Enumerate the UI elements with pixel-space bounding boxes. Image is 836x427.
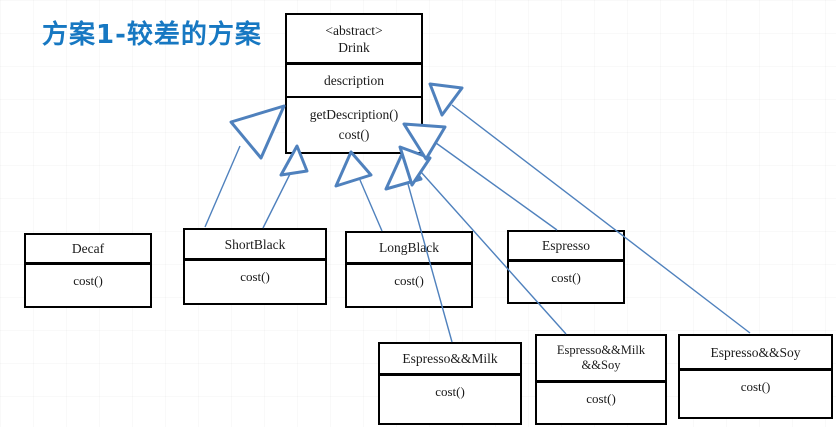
class-stereotype: <abstract> <box>325 22 383 38</box>
class-box-espresso-soy: Espresso&&Soy cost() <box>678 334 833 419</box>
class-method: cost() <box>240 269 270 284</box>
class-method: cost() <box>435 384 465 399</box>
class-name: LongBlack <box>347 233 471 265</box>
inheritance-arrowhead-espresso-milk <box>384 152 423 191</box>
inheritance-line-longblack <box>359 179 383 232</box>
class-name-line2: &&Soy <box>581 358 621 372</box>
class-name: Decaf <box>26 235 150 265</box>
class-method: cost() <box>740 379 771 394</box>
class-method-compartment: getDescription() cost() <box>287 98 421 145</box>
class-method: cost() <box>551 270 581 285</box>
class-box-shortblack: ShortBlack cost() <box>183 228 327 305</box>
class-method: cost() <box>394 273 424 288</box>
class-name: ShortBlack <box>185 230 325 261</box>
inheritance-line-shortblack <box>262 173 291 229</box>
class-name: Espresso <box>509 232 623 262</box>
inheritance-arrowhead-espresso-soy <box>428 82 464 117</box>
page-title: 方案1-较差的方案 <box>42 20 262 50</box>
class-method: cost() <box>586 391 616 406</box>
class-name-compartment: <abstract> Drink <box>287 15 421 65</box>
class-attribute: description <box>324 72 384 88</box>
inheritance-line-espresso <box>435 142 558 231</box>
class-box-espresso: Espresso cost() <box>507 230 625 304</box>
class-box-drink: <abstract> Drink description getDescript… <box>285 13 423 154</box>
class-attribute-compartment: description <box>287 65 421 98</box>
class-method: getDescription() <box>309 107 399 122</box>
class-name: Drink <box>338 39 370 55</box>
inheritance-arrowhead-longblack <box>334 150 373 188</box>
class-box-decaf: Decaf cost() <box>24 233 152 308</box>
class-name-line1: Espresso&&Milk <box>556 343 646 357</box>
class-method: cost() <box>338 127 370 142</box>
class-name: Espresso&&Milk <box>380 344 520 376</box>
class-name-compartment: Espresso&&Milk &&Soy <box>537 336 665 383</box>
class-method: cost() <box>73 273 103 288</box>
class-box-longblack: LongBlack cost() <box>345 231 473 308</box>
class-box-espresso-milk-soy: Espresso&&Milk &&Soy cost() <box>535 334 667 425</box>
inheritance-line-decaf <box>204 145 241 228</box>
class-box-espresso-milk: Espresso&&Milk cost() <box>378 342 522 425</box>
inheritance-arrowhead-decaf <box>229 104 286 160</box>
class-name: Espresso&&Soy <box>680 336 831 371</box>
